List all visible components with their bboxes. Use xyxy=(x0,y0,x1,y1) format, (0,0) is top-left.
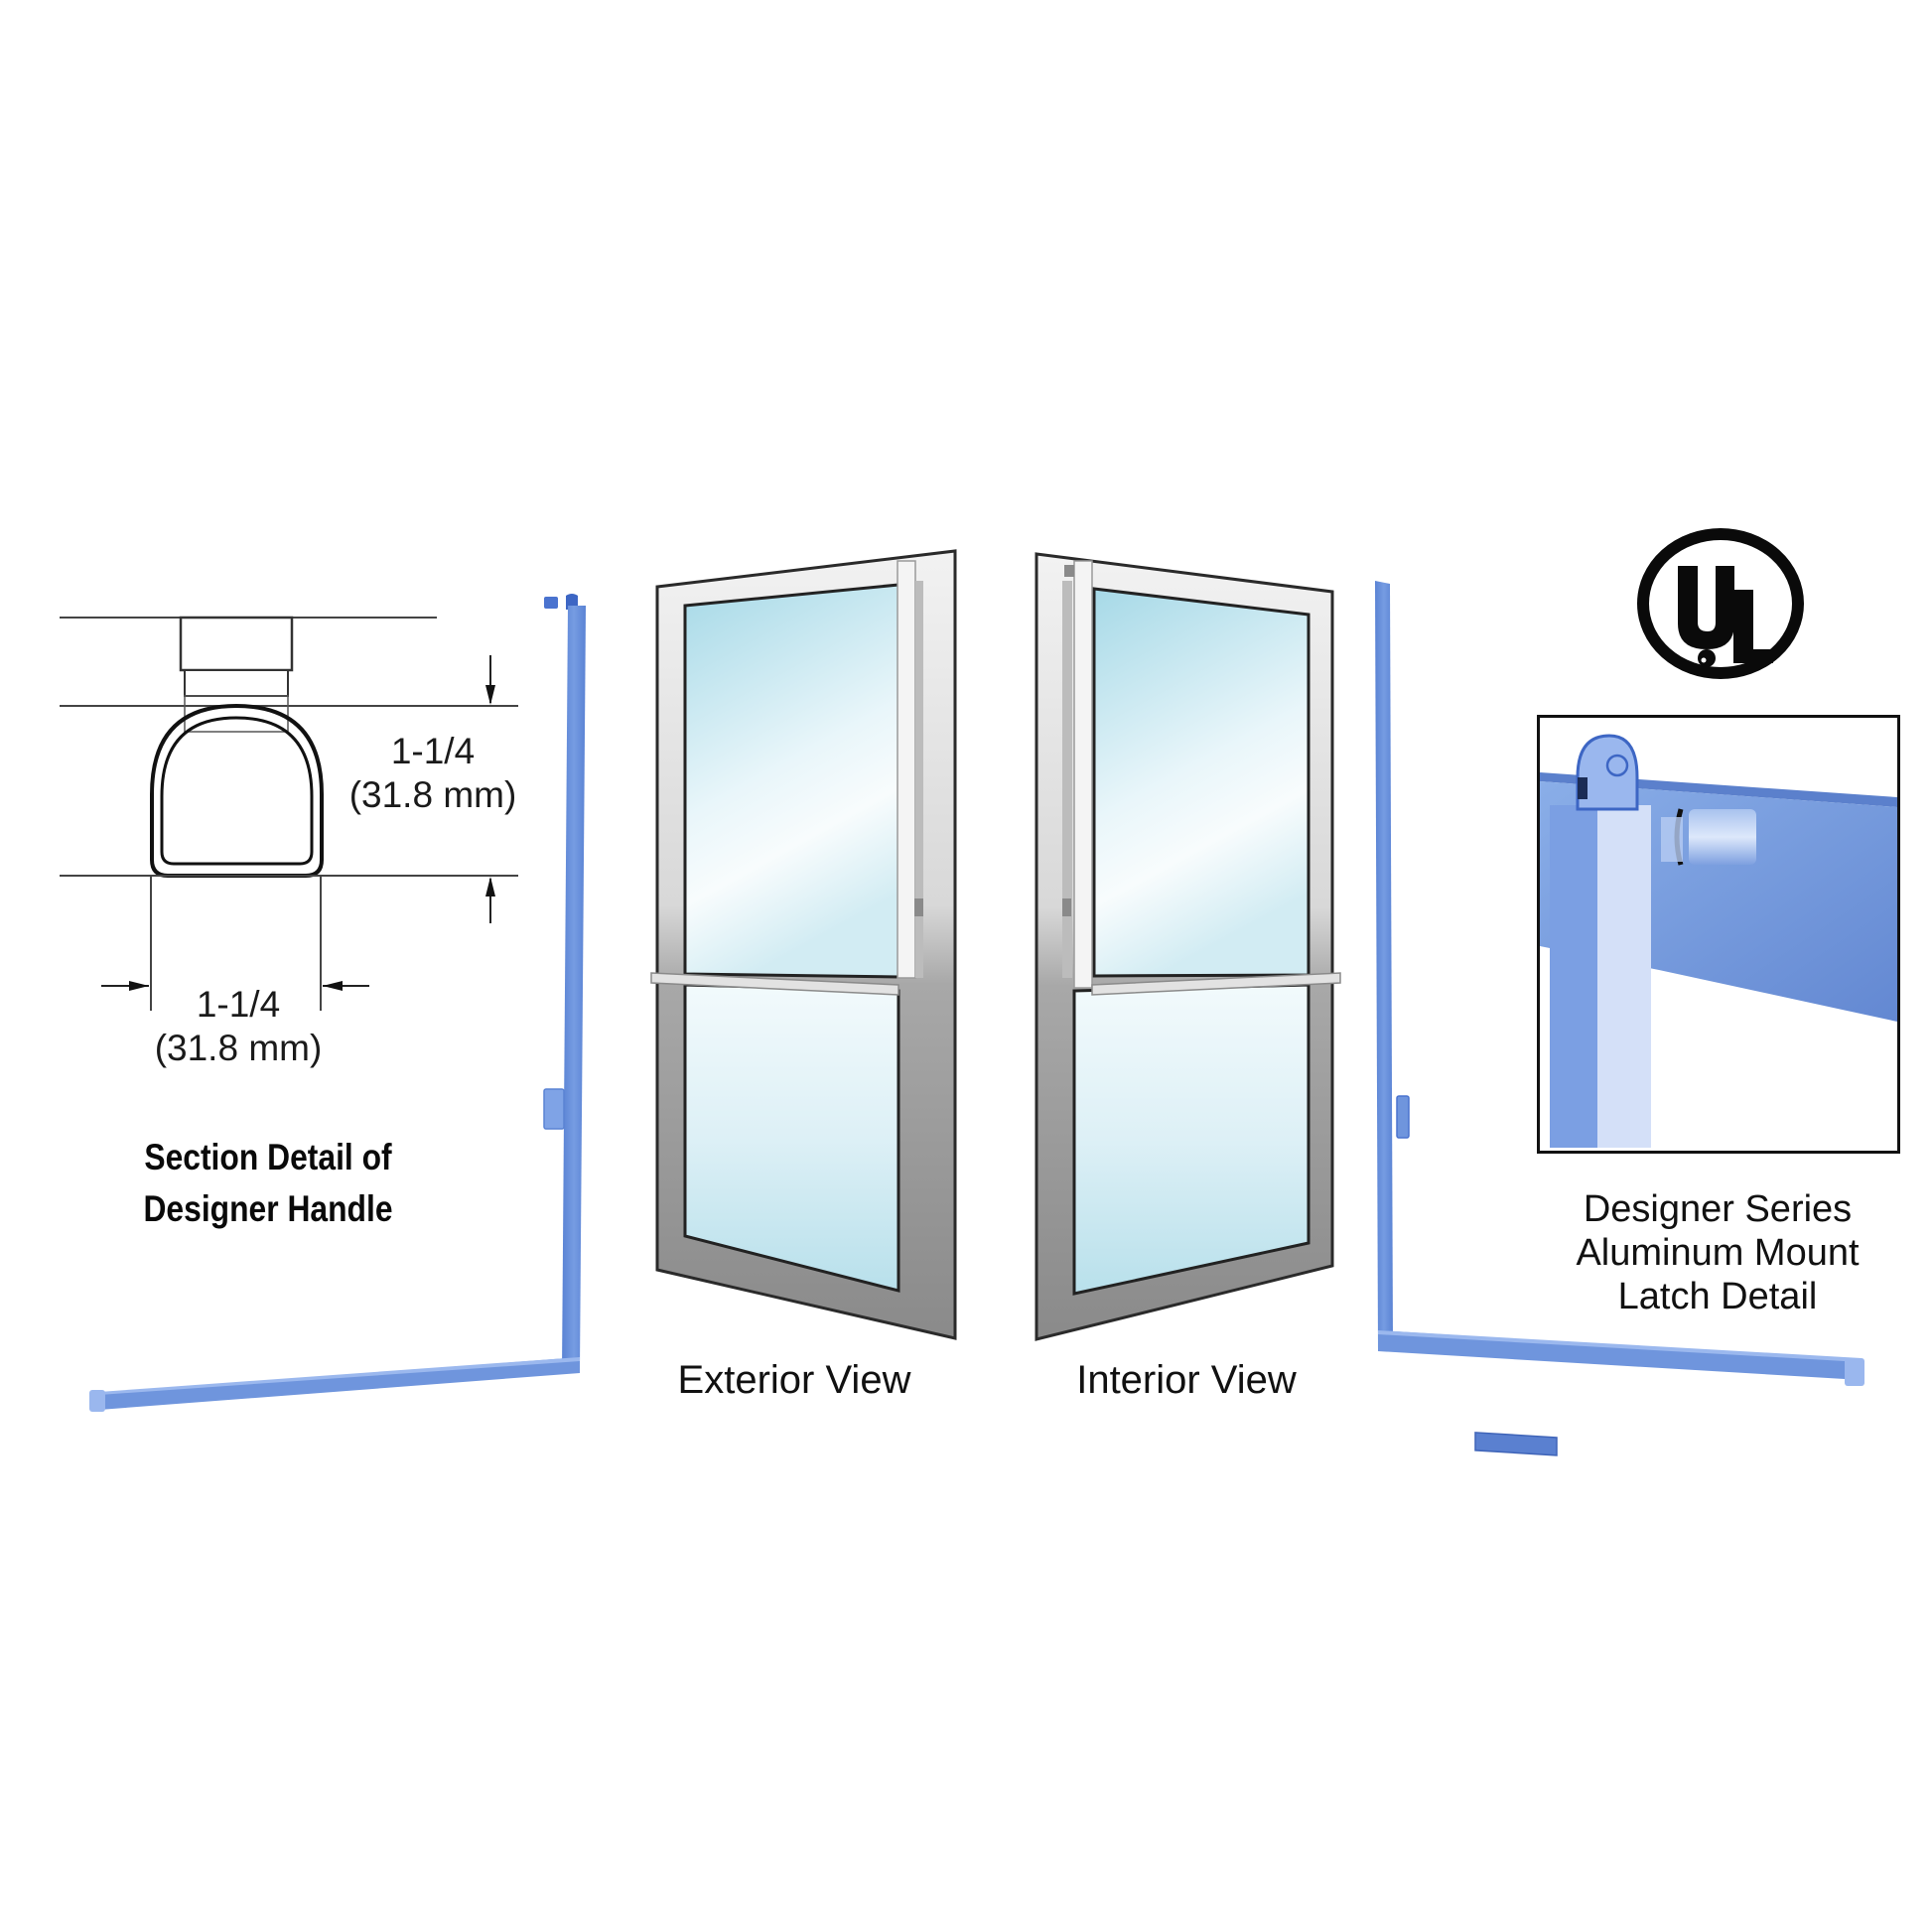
ul-listed-icon xyxy=(1636,528,1805,679)
interior-door xyxy=(1035,552,1341,1341)
width-dimension: 1-1/4 (31.8 mm) xyxy=(139,983,338,1070)
section-detail-title-line2: Designer Handle xyxy=(143,1188,393,1229)
width-dimension-imperial: 1-1/4 xyxy=(196,984,281,1025)
width-dimension-metric: (31.8 mm) xyxy=(154,1028,323,1068)
height-dimension-metric: (31.8 mm) xyxy=(348,774,517,815)
interior-view-label: Interior View xyxy=(1076,1358,1297,1402)
height-dimension: 1-1/4 (31.8 mm) xyxy=(334,730,532,817)
height-dimension-imperial: 1-1/4 xyxy=(390,731,476,771)
latch-caption-line3: Latch Detail xyxy=(1617,1276,1818,1317)
latch-detail-caption: Designer Series Aluminum Mount Latch Det… xyxy=(1519,1187,1916,1318)
latch-detail-inset xyxy=(1537,715,1900,1154)
section-detail-title: Section Detail of Designer Handle xyxy=(88,1132,447,1235)
section-detail-title-line1: Section Detail of xyxy=(144,1137,392,1177)
latch-caption-line2: Aluminum Mount xyxy=(1576,1232,1860,1274)
exterior-door xyxy=(650,549,957,1340)
latch-caption-line1: Designer Series xyxy=(1583,1188,1853,1230)
latch-detail-image xyxy=(1540,734,1897,1148)
exterior-view-label: Exterior View xyxy=(677,1358,911,1402)
